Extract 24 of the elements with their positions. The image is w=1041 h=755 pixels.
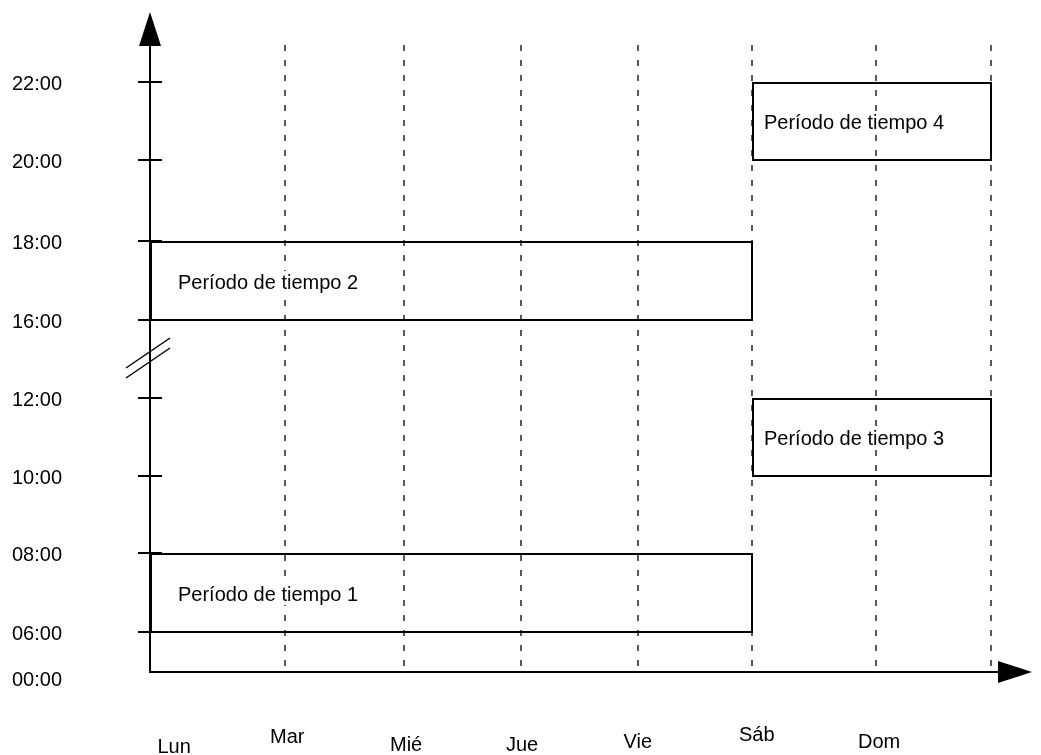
day-label: Vie — [623, 730, 653, 752]
time-period-box — [752, 398, 992, 477]
time-period-box — [150, 241, 753, 321]
period-label: Período de tiempo 3 — [764, 427, 945, 449]
period-label: Período de tiempo 1 — [178, 582, 359, 605]
period-label: Período de tiempo 2 — [178, 270, 359, 293]
time-label: 22:00 — [12, 72, 63, 94]
time-period-box — [752, 82, 992, 161]
time-label: 00:00 — [12, 668, 63, 690]
period-label: Período de tiempo 4 — [764, 111, 945, 133]
time-label: 08:00 — [12, 543, 63, 565]
time-label: 12:00 — [12, 388, 63, 410]
day-label: Mar — [270, 725, 305, 747]
time-label: 10:00 — [12, 466, 63, 488]
day-label: Lun — [157, 735, 191, 755]
time-period-box — [150, 553, 753, 633]
time-label: 06:00 — [12, 622, 63, 644]
time-label: 18:00 — [12, 231, 63, 253]
day-label: Sáb — [739, 723, 775, 745]
time-label: 20:00 — [12, 150, 63, 172]
day-label: Dom — [858, 730, 901, 752]
time-label: 16:00 — [12, 310, 63, 332]
day-label: Mié — [390, 733, 423, 755]
day-label: Jue — [506, 733, 539, 755]
